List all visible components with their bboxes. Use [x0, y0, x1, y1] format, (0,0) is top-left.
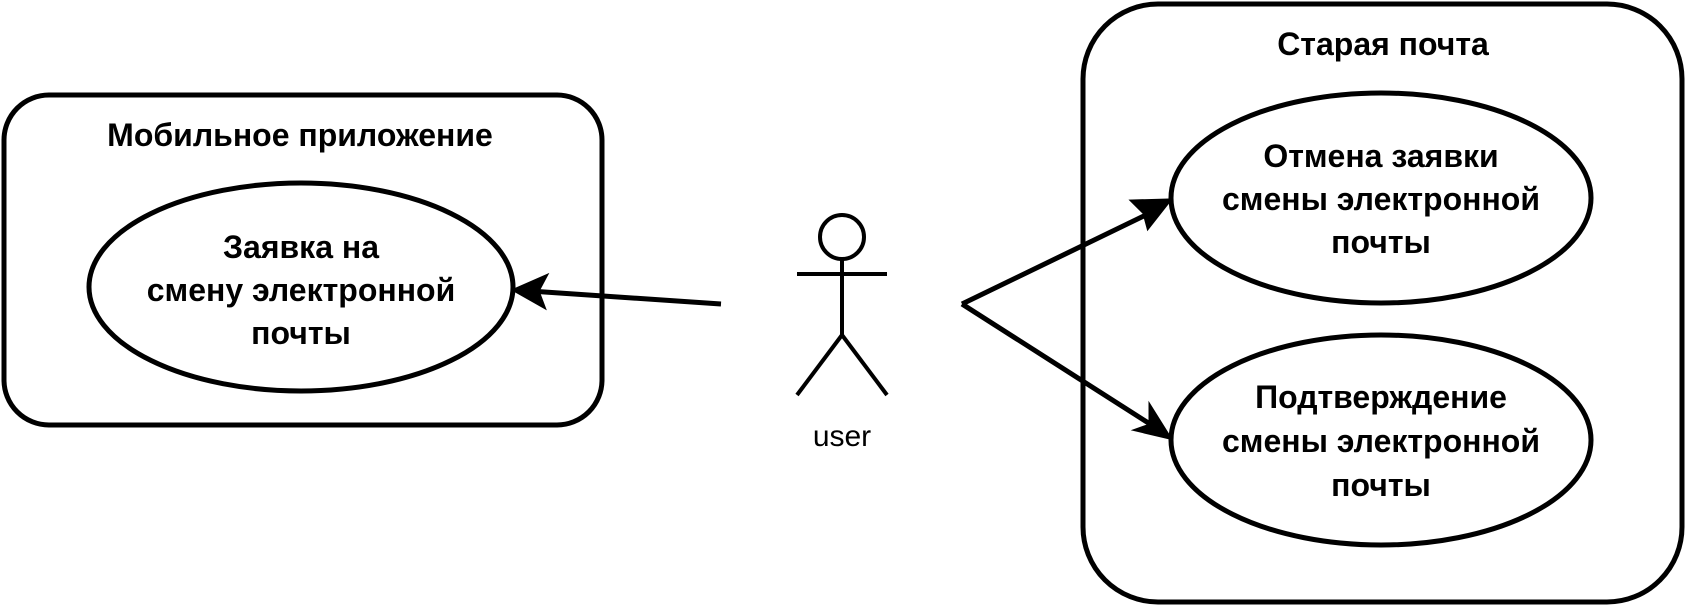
actor-user[interactable]: user [795, 213, 889, 453]
arrowhead-icon [1130, 400, 1174, 441]
association-line [529, 288, 722, 307]
association-line [960, 210, 1152, 307]
usecase-change-request[interactable]: Заявка на смену электронной почты [86, 180, 516, 394]
actor-left-leg [795, 333, 844, 397]
usecase-label-line-1: Заявка на [223, 229, 379, 265]
usecase-ellipse-change-request [86, 180, 516, 394]
system-old-mail: Старая почта Отмена заявки смены электро… [1080, 1, 1685, 605]
arrowhead-icon [1128, 198, 1174, 232]
arrowhead-icon [510, 272, 550, 311]
usecase-ellipse-cancel-request [1168, 90, 1594, 306]
association-to-change-request [510, 272, 722, 311]
association-to-cancel-request [960, 198, 1174, 307]
association-to-confirm-change [960, 301, 1174, 441]
usecase-label-line-3: почты [251, 315, 351, 351]
usecase-label-line-1: Отмена заявки [1263, 138, 1498, 174]
actor-label: user [813, 420, 871, 453]
usecase-ellipse-confirm-change [1168, 332, 1594, 548]
actor-right-leg [840, 333, 889, 397]
association-line [960, 301, 1152, 427]
usecase-label-line-3: почты [1331, 467, 1431, 503]
system-title-mobile: Мобильное приложение [107, 117, 493, 153]
system-mobile-app: Мобильное приложение Заявка на смену эле… [1, 92, 605, 428]
usecase-confirm-change[interactable]: Подтверждение смены электронной почты [1168, 332, 1594, 548]
usecase-label-line-2: смену электронной [147, 272, 456, 308]
usecase-label-line-3: почты [1331, 224, 1431, 260]
usecase-label-line-1: Подтверждение [1255, 379, 1507, 415]
usecase-label-line-2: смены электронной [1222, 423, 1540, 459]
usecase-cancel-request[interactable]: Отмена заявки смены электронной почты [1168, 90, 1594, 306]
system-title-old-mail: Старая почта [1277, 26, 1489, 62]
actor-head [818, 213, 866, 261]
usecase-label-line-2: смены электронной [1222, 181, 1540, 217]
